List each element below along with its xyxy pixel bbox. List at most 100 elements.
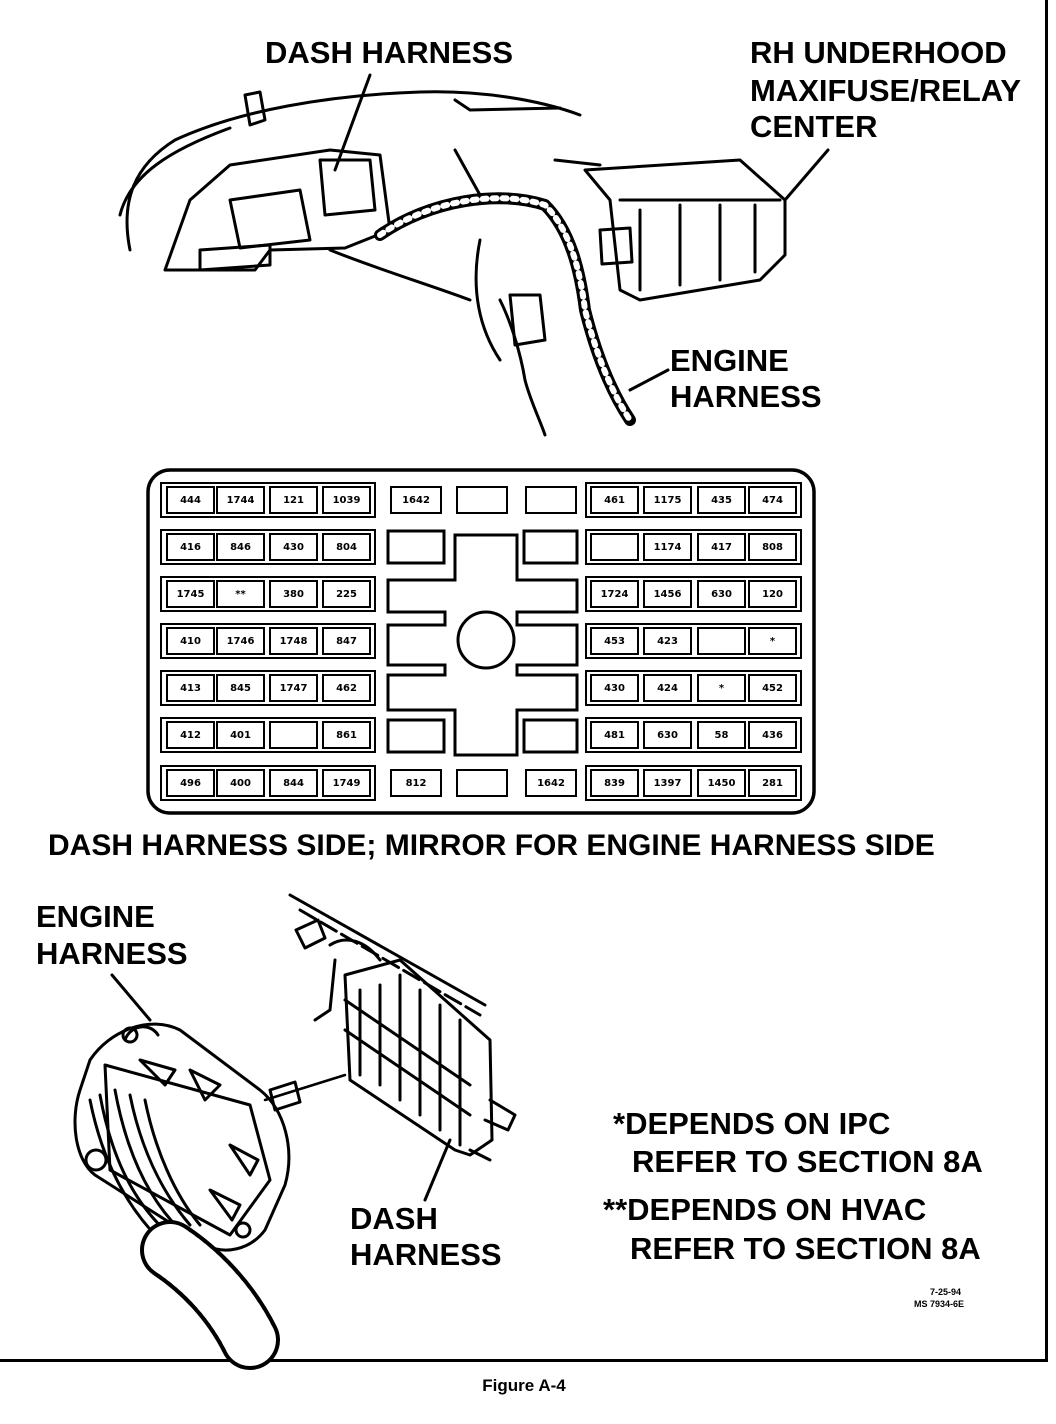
cavity-left: 462 [322,674,371,702]
label-dash-harness-bottom-2: HARNESS [350,1237,502,1272]
cavity-right: 808 [748,533,797,561]
note-ipc-line1: *DEPENDS ON IPC [613,1106,891,1141]
center-cross [386,533,579,757]
mounting-bolt [263,1073,347,1102]
cavity-left: 804 [322,533,371,561]
cavity-left: 844 [269,769,318,797]
left-row-frame [160,717,376,753]
label-engine-harness-bottom-1: ENGINE [36,899,155,934]
dash-clip [243,90,267,127]
cavity-left: 1748 [269,627,318,655]
leader-relay [783,148,830,202]
leader-dash-top [333,73,372,172]
cavity-left: 1744 [216,486,265,514]
bolt-connector [508,293,547,347]
cavity-right: 1397 [643,769,692,797]
cavity-right: 424 [643,674,692,702]
cavity-right [590,533,639,561]
cavity-left: 416 [166,533,215,561]
label-rh-underhood-3: CENTER [750,109,878,144]
cavity-right: 453 [590,627,639,655]
cavity-right: 630 [697,580,746,608]
cavity-right: 120 [748,580,797,608]
left-row-frame [160,529,376,565]
cavity-left: 430 [269,533,318,561]
cavity-right: 417 [697,533,746,561]
cavity-right: 630 [643,721,692,749]
label-dash-harness-bottom-1: DASH [350,1201,438,1236]
cavity-center-bottom [456,769,508,797]
cavity-right: 839 [590,769,639,797]
dash-panel-box [163,148,392,272]
left-row-frame [160,576,376,612]
cavity-right: * [748,627,797,655]
cavity-right: 1174 [643,533,692,561]
cavity-left: 1746 [216,627,265,655]
center-blank-tr [522,529,579,565]
cavity-left: 380 [269,580,318,608]
cavity-right: 452 [748,674,797,702]
cavity-left [269,721,318,749]
cavity-left: 1039 [322,486,371,514]
right-row-frame [585,576,802,612]
cavity-right: 423 [643,627,692,655]
left-row-frame [160,670,376,706]
cavity-left: 400 [216,769,265,797]
cavity-right: 461 [590,486,639,514]
dash-outline [125,90,582,252]
cavity-left: 401 [216,721,265,749]
right-row-frame [585,623,802,659]
cavity-left: 121 [269,486,318,514]
cavity-left: 1745 [166,580,215,608]
cavity-center-bottom: 1642 [525,769,577,797]
cavity-right [697,627,746,655]
cavity-left: 1749 [322,769,371,797]
cavity-center-top [525,486,577,514]
figure-caption: Figure A-4 [482,1376,566,1395]
label-side-caption: DASH HARNESS SIDE; MIRROR FOR ENGINE HAR… [48,829,935,862]
cavity-right: 436 [748,721,797,749]
cavity-left: 444 [166,486,215,514]
cavity-left: ** [216,580,265,608]
engine-plug-body [73,1022,291,1252]
label-engine-harness-top-1: ENGINE [670,343,789,378]
cavity-right: 58 [697,721,746,749]
label-rh-underhood-1: RH UNDERHOOD [750,35,1007,70]
leader-engine-bottom [110,973,152,1022]
center-blank-tl [386,529,446,565]
right-row-frame [585,670,802,706]
center-bolt-hole [456,610,516,670]
right-row-frame [585,482,802,518]
cavity-left: 1747 [269,674,318,702]
cavity-left: 410 [166,627,215,655]
cavity-left: 496 [166,769,215,797]
leader-engine-top [628,368,670,392]
cavity-right: * [697,674,746,702]
bulkhead-edge [288,893,487,1007]
stamp-date: 7-25-94 [930,1287,962,1297]
cavity-right: 1450 [697,769,746,797]
cavity-left: 412 [166,721,215,749]
right-row-frame [585,529,802,565]
left-row-frame [160,623,376,659]
left-row-frame [160,765,376,801]
label-engine-harness-top-2: HARNESS [670,379,822,414]
right-row-frame [585,765,802,801]
center-blank-br [522,718,579,754]
cavity-center-top: 1642 [390,486,442,514]
label-rh-underhood-2: MAXIFUSE/RELAY [750,73,1022,108]
cavity-left: 413 [166,674,215,702]
right-row-frame [585,717,802,753]
cavity-left: 861 [322,721,371,749]
cavity-right: 1724 [590,580,639,608]
connector-face-outline [146,468,816,815]
left-row-frame [160,482,376,518]
cavity-right: 281 [748,769,797,797]
cavity-center-bottom: 812 [390,769,442,797]
cavity-right: 474 [748,486,797,514]
center-blank-bl [386,718,446,754]
cavity-right: 430 [590,674,639,702]
cavity-right: 1175 [643,486,692,514]
note-ipc-line2: REFER TO SECTION 8A [632,1144,983,1179]
